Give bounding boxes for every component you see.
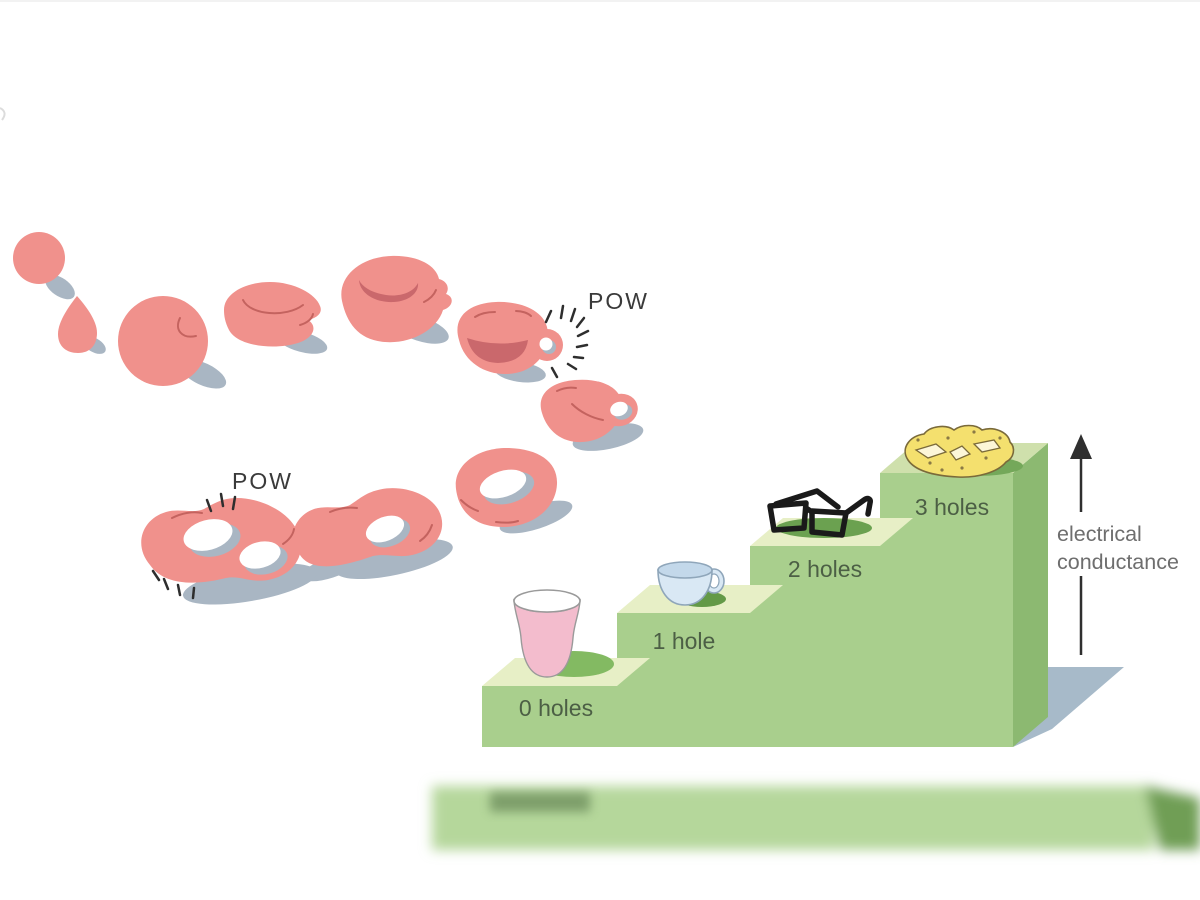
step-label-2-holes: 2 holes: [788, 556, 862, 582]
staircase: 0 holes 1 hole 2 holes 3 holes: [482, 424, 1124, 747]
cup-with-handle-shape: POW: [457, 288, 649, 383]
cup-rotating-crease-2: [571, 403, 604, 421]
axis-label-line1: electrical: [1057, 522, 1142, 546]
conductance-axis: electrical conductance: [1057, 434, 1179, 655]
flattened-ball-crease: [242, 299, 304, 315]
cup-rotating-hole: [610, 401, 628, 417]
pow-burst-lines-2: [151, 492, 237, 600]
cup0-rim: [513, 589, 581, 613]
pow-burst-lines-1: [544, 304, 590, 379]
pretzel-salt-dots: [916, 430, 1002, 472]
morph-sequence: POW: [13, 232, 649, 605]
egg-body: [58, 296, 97, 353]
donut-hole: [479, 469, 527, 499]
glasses-temple-folded: [773, 488, 841, 510]
object-pretzel: [904, 424, 1023, 478]
teacup-rim: [657, 561, 713, 579]
two-hole-hole1: [183, 519, 233, 551]
ball-body: [118, 296, 208, 386]
glasses-left-lens: [767, 500, 809, 533]
glasses-temple-right: [843, 495, 873, 517]
glasses-shadow: [776, 518, 872, 538]
staircase-side-face: [1013, 443, 1048, 747]
forming-handle-shape: [341, 255, 452, 344]
object-eyeglasses: [767, 488, 873, 538]
cup-rotating-shape: [540, 379, 644, 451]
sphere-shadow: [45, 274, 75, 300]
staircase-cast-shadow: [1013, 667, 1124, 747]
edge-speck: [0, 107, 6, 121]
blur-band-smudge: [490, 792, 590, 812]
two-hole-crease-2: [282, 528, 295, 545]
teacup-body: [657, 569, 713, 606]
donut-shape: [455, 447, 573, 534]
two-hole-crease-1: [171, 511, 203, 519]
forming-handle-crease: [423, 289, 437, 303]
flattened-ball-shape: [224, 282, 328, 354]
cup-opening: [467, 338, 528, 363]
glasses-right-lens: [809, 508, 849, 538]
step-label-3-holes: 3 holes: [915, 494, 989, 520]
flattened-ball-fold: [299, 313, 314, 326]
step-label-1-hole: 1 hole: [653, 628, 716, 654]
forming-handle-dimple: [359, 280, 419, 303]
cup-handle-hole: [539, 337, 553, 351]
object-cup-without-handle: [513, 589, 614, 678]
donut-crease-2: [495, 520, 519, 524]
object-teacup: [657, 561, 726, 607]
sphere-body: [13, 232, 65, 284]
one-hole-crease-1: [329, 506, 358, 513]
glasses-frame: [767, 488, 873, 538]
pretzel-hole-3: [972, 439, 1002, 453]
cup-crease-right: [515, 310, 532, 317]
step-label-0-holes: 0 holes: [519, 695, 593, 721]
one-hole-hole: [365, 515, 405, 543]
pretzel-hole-1: [914, 443, 948, 459]
donut-crease-1: [460, 499, 479, 512]
top-edge-line: [0, 0, 1200, 2]
pow-label-2: POW: [232, 468, 293, 494]
egg-shape: [58, 296, 106, 354]
cup-crease-left: [474, 311, 496, 318]
glasses-bridge: [803, 505, 815, 515]
two-hole-hole2: [239, 541, 281, 569]
axis-label-line2: conductance: [1057, 550, 1179, 574]
ball-crease: [177, 317, 197, 338]
sphere-shape: [13, 232, 75, 300]
cup-rotating-crease-1: [556, 386, 577, 392]
ball-with-dimple-shape: [118, 296, 227, 389]
one-hole-crease-2: [419, 524, 433, 542]
flattened-ball-body: [224, 282, 321, 347]
two-hole-blob-shape: POW: [141, 468, 318, 605]
arrow-up-icon: [1070, 434, 1092, 459]
one-hole-body: [292, 488, 443, 567]
pow-label-1: POW: [588, 288, 649, 314]
one-hole-blob-shape: [292, 488, 453, 582]
blur-band-corner: [1145, 786, 1200, 850]
pretzel-hole-2: [949, 445, 972, 461]
